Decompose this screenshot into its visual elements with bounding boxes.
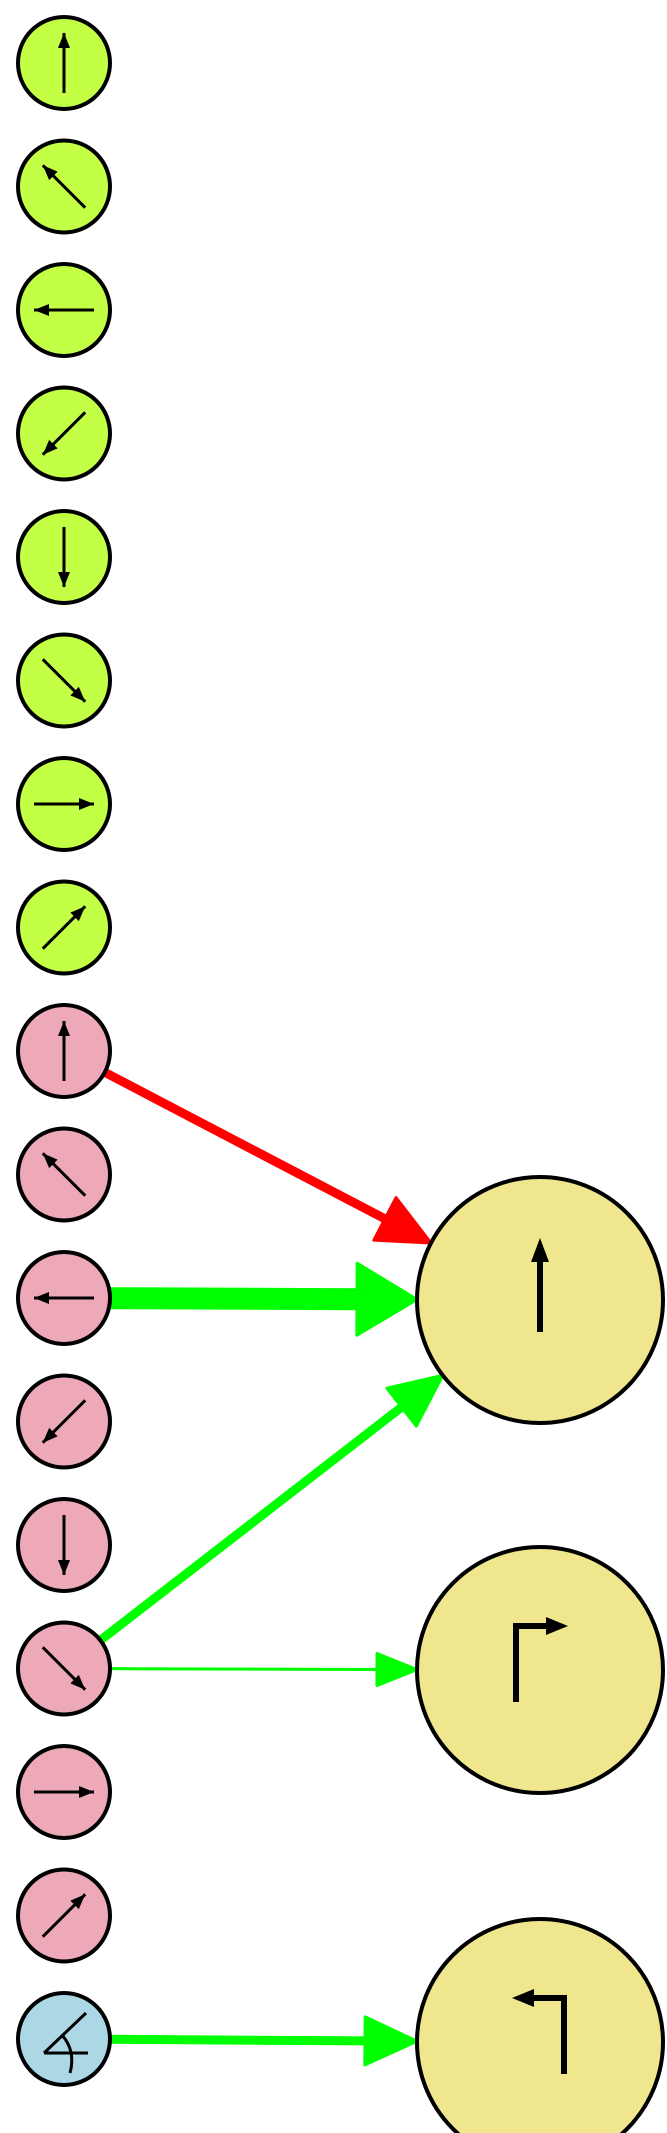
edge-line <box>108 1667 383 1671</box>
edge-arrowhead <box>375 1651 419 1687</box>
arrow-down-left-icon <box>41 411 87 456</box>
input-node-g-upleft <box>16 138 112 235</box>
arrow-down-icon <box>58 1515 70 1575</box>
edge-line <box>95 1400 410 1645</box>
edge-p-downright-to-o-turn-right <box>108 1651 419 1687</box>
arrow-right-icon <box>34 798 94 810</box>
output-node-o-turn-right <box>415 1545 665 1795</box>
arrow-up-icon <box>58 1021 70 1081</box>
input-node-g-upright <box>16 879 112 976</box>
input-node-p-right <box>16 1744 112 1840</box>
edge-arrowhead <box>372 1196 433 1245</box>
input-node-g-downleft <box>16 385 112 482</box>
arrow-down-right-icon <box>41 1646 87 1691</box>
arrow-down-left-icon <box>41 1399 87 1444</box>
output-node-circle <box>415 1545 665 1795</box>
input-node-p-down <box>16 1497 112 1593</box>
edge-line <box>98 1287 373 1311</box>
edge-arrowhead <box>363 2015 419 2067</box>
connections <box>95 1067 445 2067</box>
edge-b-angle-to-o-turn-left <box>105 2015 419 2067</box>
turn-right-icon <box>513 1617 568 1702</box>
arrow-up-right-icon <box>41 1893 87 1938</box>
input-node-g-up <box>16 15 112 111</box>
input-node-g-right <box>16 756 112 852</box>
edge-line <box>105 2034 374 2046</box>
output-node-o-turn-left <box>415 1917 665 2133</box>
arrow-right-icon <box>34 1786 94 1798</box>
input-node-p-left <box>16 1250 112 1346</box>
go-straight-icon <box>531 1238 549 1332</box>
arrow-left-icon <box>34 304 94 316</box>
output-node-o-forward <box>415 1175 665 1425</box>
input-node-p-upleft <box>16 1126 112 1223</box>
arrow-up-left-icon <box>41 164 87 209</box>
input-node-g-left <box>16 262 112 358</box>
output-node-circle <box>415 1917 665 2133</box>
input-node-p-downright <box>16 1620 112 1717</box>
input-node-p-up <box>16 1003 112 1099</box>
arrow-down-icon <box>58 527 70 587</box>
arrow-up-left-icon <box>41 1152 87 1197</box>
edge-p-up-to-o-forward <box>100 1067 433 1245</box>
edge-arrowhead <box>385 1373 445 1428</box>
edge-p-left-to-o-forward <box>98 1261 419 1337</box>
arrow-down-right-icon <box>41 658 87 703</box>
input-node-p-downleft <box>16 1373 112 1470</box>
input-node-p-upright <box>16 1867 112 1964</box>
turn-left-icon <box>512 1989 567 2074</box>
nodes <box>16 15 665 2133</box>
arrow-up-icon <box>58 33 70 93</box>
input-node-g-down <box>16 509 112 605</box>
input-node-b-angle <box>16 1991 112 2087</box>
angle-icon <box>42 2011 88 2074</box>
edge-line <box>100 1067 393 1226</box>
edge-p-downright-to-o-forward <box>95 1373 445 1645</box>
arrow-up-right-icon <box>41 905 87 950</box>
input-node-g-downright <box>16 632 112 729</box>
edge-arrowhead <box>355 1261 419 1337</box>
arrow-left-icon <box>34 1292 94 1304</box>
